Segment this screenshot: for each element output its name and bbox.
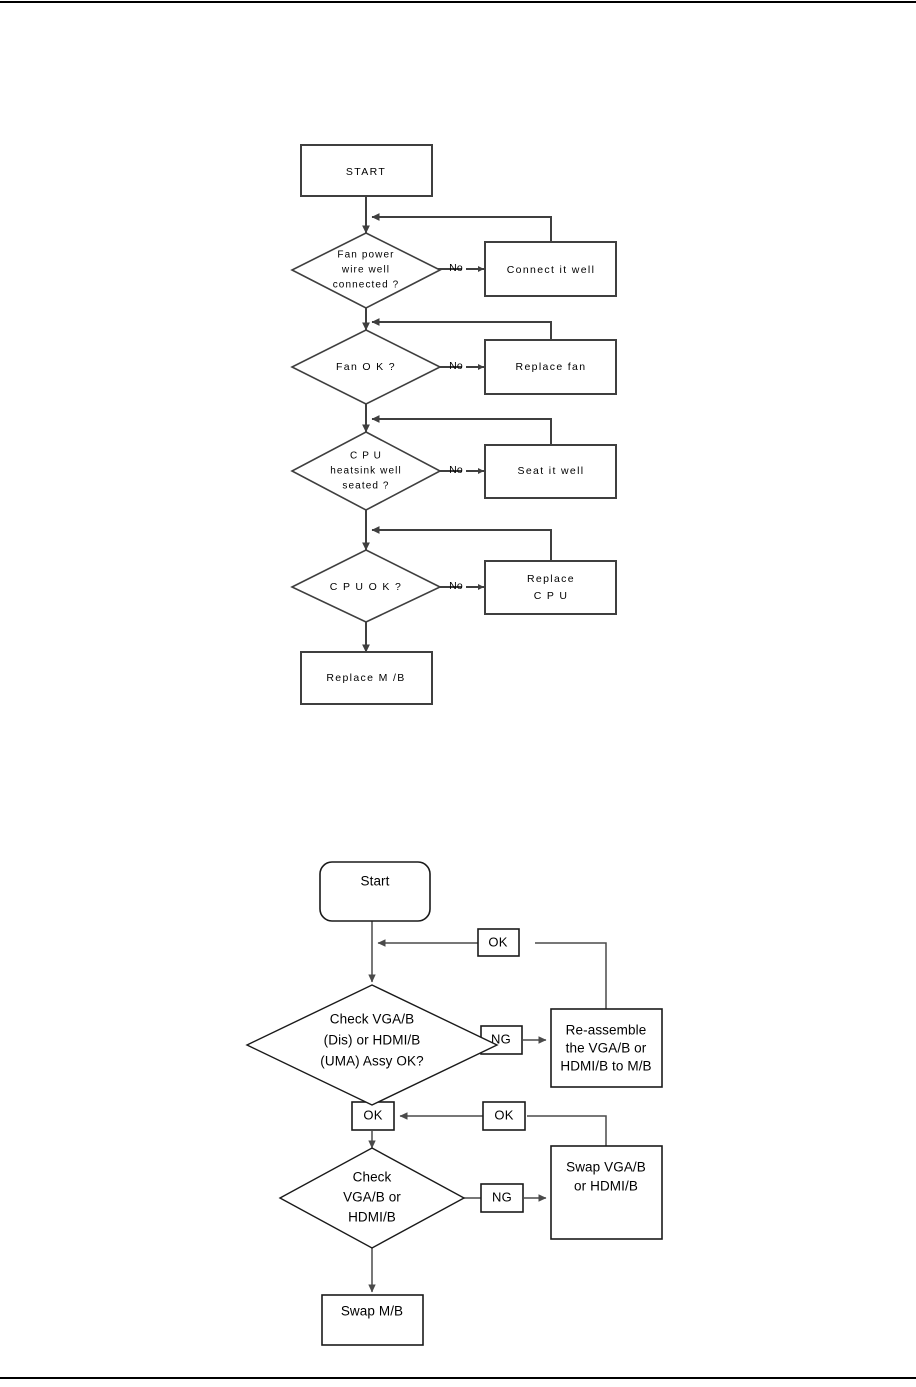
tag-ng-2 (480, 1183, 524, 1213)
node-replace-mb (300, 651, 433, 705)
node-fan-power-wire-line2: wire well (341, 265, 390, 276)
edge-a3-feedback (371, 415, 552, 445)
node-start2 (319, 861, 431, 922)
node-seat-it-well-label: Seat it well (518, 465, 585, 477)
node-fan-power-wire (290, 232, 442, 309)
node-check-vga-assy-line2: (Dis) or HDMI/B (324, 1033, 421, 1048)
node-swap-mb-label: Swap M/B (341, 1304, 403, 1319)
node-cpu-heatsink-line2: heatsink well (330, 466, 402, 477)
node-replace-fan (484, 339, 617, 395)
node-cpu-heatsink-line1: C P U (350, 451, 382, 462)
edge-a4-feedback (371, 526, 552, 561)
node-swap-mb (321, 1294, 424, 1346)
edge-a1-feedback (371, 213, 552, 242)
tag-ok-junction (351, 1101, 395, 1131)
node-cpu-heatsink (290, 431, 442, 511)
edge-label-no-4: No (449, 580, 463, 592)
node-fan-ok (290, 329, 442, 405)
node-start-label: START (346, 166, 386, 178)
tag-ok-mid-label: OK (494, 1107, 513, 1122)
node-replace-fan-label: Replace fan (516, 361, 587, 373)
tag-ok-mid (482, 1101, 526, 1131)
node-reassemble-vga (550, 1008, 663, 1088)
node-check-vga-assy (245, 984, 499, 1106)
header-rule (0, 1, 916, 3)
node-reassemble-vga-line3: HDMI/B to M/B (560, 1059, 651, 1074)
flowchart-vga-hdmi: OK NG Re-assemble the VGA/B or HDMI/B to… (245, 861, 663, 1346)
node-check-vga-hdmi-line3: HDMI/B (348, 1210, 396, 1225)
node-replace-cpu-line1: Replace (527, 573, 575, 585)
node-cpu-heatsink-line3: seated ? (342, 481, 389, 492)
edge-label-no-1: No (449, 262, 463, 274)
edge-label-no-2: No (449, 360, 463, 372)
node-check-vga-hdmi-line1: Check (353, 1170, 392, 1185)
node-reassemble-vga-line2: the VGA/B or (566, 1041, 647, 1056)
node-fan-ok-label: Fan O K ? (336, 361, 396, 373)
edge-a2-feedback (371, 318, 552, 340)
node-check-vga-assy-line1: Check VGA/B (330, 1012, 414, 1027)
node-swap-vga-line2: or HDMI/B (574, 1179, 638, 1194)
node-replace-mb-label: Replace M /B (326, 672, 405, 684)
node-connect-it-well-label: Connect it well (507, 264, 596, 276)
node-start2-label: Start (360, 874, 389, 889)
node-swap-vga-line1: Swap VGA/B (566, 1160, 646, 1175)
node-fan-power-wire-line1: Fan power (337, 250, 394, 261)
edge-b1-feedback-right (535, 942, 607, 1009)
node-replace-cpu (484, 560, 617, 615)
edge-b2-feedback-right (527, 1115, 607, 1146)
tag-ok-top (477, 928, 520, 957)
node-check-vga-hdmi (278, 1147, 466, 1249)
tag-ok-top-label: OK (488, 934, 507, 949)
node-cpu-ok (290, 549, 442, 623)
flowchart-thermal: START Fan power wire well connected ? No… (290, 144, 617, 705)
node-connect-it-well (484, 241, 617, 297)
node-reassemble-vga-line1: Re-assemble (566, 1023, 647, 1038)
node-seat-it-well (484, 444, 617, 499)
edge-label-no-3: No (449, 464, 463, 476)
node-replace-cpu-line2: C P U (534, 590, 569, 602)
node-start (300, 144, 433, 197)
tag-ng-2-label: NG (492, 1189, 512, 1204)
tag-ng-1-label: NG (491, 1031, 511, 1046)
tag-ok-junction-label: OK (363, 1107, 382, 1122)
footer-rule (0, 1377, 916, 1379)
node-check-vga-hdmi-line2: VGA/B or (343, 1190, 401, 1205)
node-swap-vga (550, 1145, 663, 1240)
node-check-vga-assy-line3: (UMA) Assy OK? (320, 1054, 423, 1069)
node-fan-power-wire-line3: connected ? (333, 280, 400, 291)
node-cpu-ok-label: C P U O K ? (330, 581, 402, 593)
